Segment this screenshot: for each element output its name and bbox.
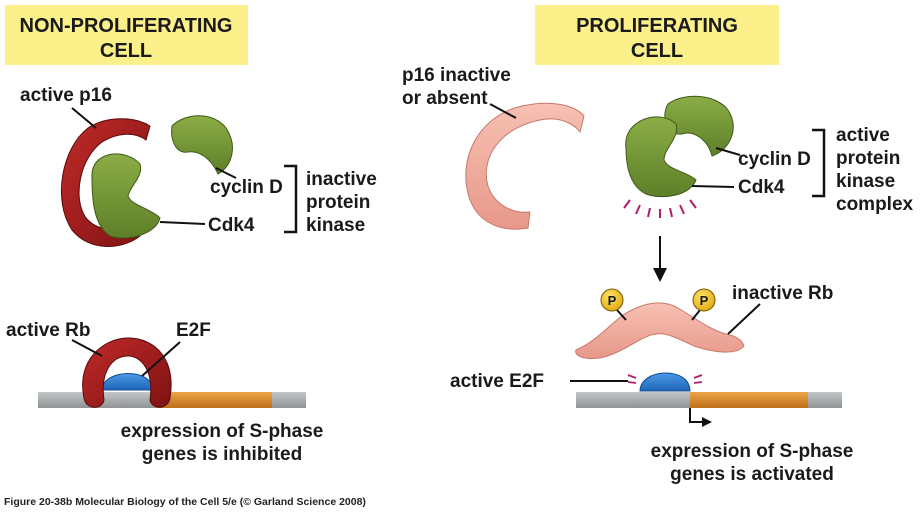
active-rb-label: active Rb xyxy=(6,320,90,341)
right-cyclin-d-leader xyxy=(715,147,741,156)
phosphate-1 xyxy=(600,288,624,312)
inactive-p16-shape xyxy=(465,102,585,230)
left-e2f-shape xyxy=(101,373,155,391)
left-title-box xyxy=(5,5,248,65)
right-e2f-shape xyxy=(639,372,691,392)
active-p16-label: active p16 xyxy=(20,85,112,106)
left-cyclin-d-label: cyclin D xyxy=(210,177,283,198)
active-rb-shape xyxy=(82,337,172,408)
phosphate-1-label: P xyxy=(608,293,617,308)
right-dna-gray xyxy=(576,392,690,408)
right-kinase-state-line4: complex xyxy=(836,194,914,215)
left-cdk4-shape xyxy=(91,153,161,239)
left-kinase-state-line1: inactive xyxy=(306,169,377,190)
inactive-rb-label: inactive Rb xyxy=(732,283,833,304)
phosphate-1-stalk xyxy=(616,309,627,321)
right-kinase-bracket xyxy=(812,128,826,198)
phosphorylation-arrow-head xyxy=(653,268,667,282)
figure-caption: Figure 20-38b Molecular Biology of the C… xyxy=(4,496,366,508)
right-title-box xyxy=(535,5,779,65)
left-e2f-leader xyxy=(141,341,181,377)
right-dna-orange xyxy=(690,392,808,408)
right-cyclin-d-label: cyclin D xyxy=(738,149,811,170)
transcription-start-arrowhead xyxy=(702,417,712,427)
right-p16-label-line1: p16 inactive xyxy=(402,65,511,86)
right-expression-line2: genes is activated xyxy=(670,464,834,485)
transcription-start-arrow xyxy=(689,408,704,423)
active-e2f-label: active E2F xyxy=(450,371,544,392)
left-title-line2: CELL xyxy=(100,40,152,62)
right-kinase-state-line3: kinase xyxy=(836,171,895,192)
left-panel: NON-PROLIFERATING CELL active p16 cyclin… xyxy=(5,5,377,465)
left-cdk4-leader xyxy=(159,221,206,225)
left-e2f-label: E2F xyxy=(176,320,211,341)
right-cdk4-shape xyxy=(625,116,697,198)
right-dna-gray-end xyxy=(808,392,842,408)
right-title-line2: CELL xyxy=(631,40,683,62)
right-kinase-state-line1: active xyxy=(836,125,890,146)
right-expression-line1: expression of S-phase xyxy=(651,441,854,462)
right-kinase-state-line2: protein xyxy=(836,148,900,169)
right-p16-leader xyxy=(489,103,517,119)
inactive-rb-leader xyxy=(727,303,761,335)
left-cyclin-d-leader xyxy=(215,167,237,179)
left-kinase-bracket xyxy=(284,164,298,234)
left-dna-orange xyxy=(158,392,272,408)
e2f-activity-rays xyxy=(627,374,703,384)
phosphate-2-stalk xyxy=(691,309,701,321)
right-cdk4-leader xyxy=(691,185,735,188)
left-kinase-state-line2: protein xyxy=(306,192,370,213)
kinase-activity-rays xyxy=(623,199,697,218)
left-cyclin-d-shape xyxy=(171,115,233,175)
phosphate-2 xyxy=(692,288,716,312)
right-panel: PROLIFERATING CELL p16 inactive or absen… xyxy=(402,5,914,485)
left-dna-gray-end xyxy=(272,392,306,408)
left-cdk4-label: Cdk4 xyxy=(208,215,255,236)
left-expression-line1: expression of S-phase xyxy=(121,421,324,442)
left-kinase-state-line3: kinase xyxy=(306,215,365,236)
active-p16-shape xyxy=(60,118,151,247)
active-p16-leader xyxy=(71,107,97,129)
phosphate-2-label: P xyxy=(700,293,709,308)
right-p16-label-line2: or absent xyxy=(402,88,488,109)
left-expression-line2: genes is inhibited xyxy=(142,444,302,465)
right-title-line1: PROLIFERATING xyxy=(576,15,738,37)
active-rb-leader xyxy=(71,339,103,357)
left-title-line1: NON-PROLIFERATING xyxy=(20,15,233,37)
inactive-rb-shape xyxy=(575,302,745,359)
right-cdk4-label: Cdk4 xyxy=(738,177,785,198)
